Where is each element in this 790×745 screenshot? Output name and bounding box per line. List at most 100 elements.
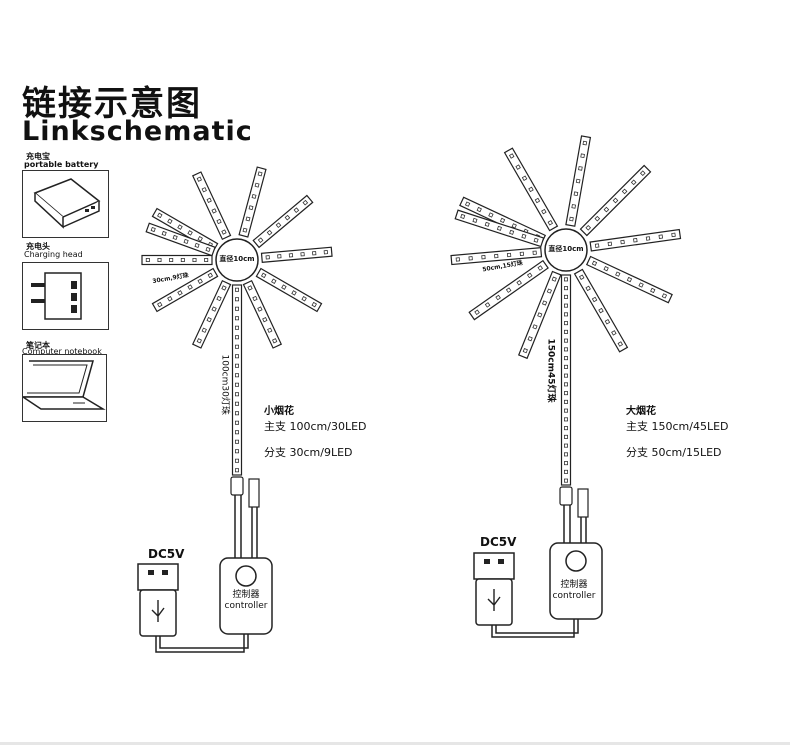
led-bead	[234, 325, 240, 330]
led-bead	[257, 237, 264, 243]
large-center-label: 直径10cm	[548, 245, 584, 253]
led-bead	[167, 296, 173, 302]
usb-pin	[162, 570, 168, 575]
led-bead	[575, 178, 581, 184]
led-bead	[671, 232, 676, 238]
led-bead	[591, 260, 598, 266]
male-connector	[559, 486, 573, 506]
led-bead	[157, 257, 162, 263]
led-bead	[598, 307, 604, 314]
led-bead	[301, 296, 307, 302]
led-bead	[293, 207, 300, 214]
usb-pin	[148, 570, 154, 575]
led-bead	[245, 216, 251, 222]
wall-charger-icon	[22, 262, 109, 330]
led-bead	[183, 238, 189, 245]
laptop-icon	[20, 354, 107, 422]
small-trunk-label: 100cm30灯珠	[219, 354, 230, 415]
led-bead	[658, 234, 664, 239]
male-connector	[230, 476, 244, 496]
led-bead	[234, 420, 240, 425]
led-bead	[563, 461, 569, 466]
led-bead	[563, 478, 569, 483]
footer-divider	[0, 742, 790, 745]
branch-strip	[503, 147, 559, 232]
led-bead	[563, 294, 569, 299]
led-bead	[234, 382, 240, 387]
usb-plug-head	[137, 563, 179, 591]
branch-strip	[573, 268, 629, 353]
branch-strip	[589, 228, 682, 252]
branch-strip	[151, 267, 219, 313]
branch-strip	[468, 259, 549, 321]
led-strip-body	[560, 274, 572, 486]
small-spec-main: 主支 100cm/30LED	[264, 420, 367, 433]
small-spec-branch: 分支 30cm/9LED	[264, 446, 353, 459]
large-firework-diagram	[450, 135, 682, 638]
led-bead	[197, 278, 203, 284]
led-bead	[180, 257, 185, 263]
led-bead	[578, 166, 583, 171]
led-bead	[464, 201, 471, 207]
led-bead	[474, 309, 480, 316]
led-strip-body	[231, 284, 243, 476]
led-bead	[563, 347, 569, 352]
led-bead	[645, 236, 651, 241]
controller-box	[219, 557, 273, 635]
led-bead	[234, 392, 240, 397]
led-bead	[626, 276, 633, 283]
led-bead	[563, 329, 569, 334]
led-bead	[201, 187, 207, 193]
led-bead	[521, 233, 527, 239]
led-bead	[526, 272, 533, 279]
led-bead	[234, 430, 240, 435]
controller-button	[235, 565, 257, 587]
laptop-label-cn: 笔记本	[26, 341, 50, 350]
large-spec-title: 大烟花	[626, 406, 656, 417]
led-bead	[167, 218, 173, 224]
led-bead	[630, 179, 637, 186]
led-bead	[275, 222, 282, 229]
signal-wire	[580, 517, 587, 543]
led-bead	[496, 225, 502, 231]
led-bead	[650, 287, 656, 294]
large-spec-branch: 分支 50cm/15LED	[626, 446, 722, 459]
controller-button	[565, 550, 587, 572]
led-bead	[499, 217, 506, 224]
led-bead	[247, 285, 253, 291]
branch-strip	[255, 267, 323, 313]
led-bead	[522, 348, 528, 354]
led-bead	[161, 230, 167, 237]
led-bead	[267, 327, 273, 333]
led-bead	[288, 253, 294, 258]
led-bead	[234, 468, 240, 473]
led-bead	[569, 216, 574, 222]
led-strip-body	[260, 246, 333, 263]
led-bead	[582, 140, 588, 146]
led-bead	[262, 317, 268, 323]
main-strip	[231, 284, 243, 476]
led-bead	[563, 303, 569, 308]
led-bead	[266, 229, 273, 236]
led-bead	[488, 212, 494, 218]
led-strip-body	[242, 279, 283, 349]
led-bead	[611, 330, 617, 336]
led-bead	[563, 443, 569, 448]
small-controller-label: 控制器 controller	[220, 590, 272, 612]
led-bead	[481, 255, 486, 260]
led-bead	[563, 417, 569, 422]
led-bead	[563, 364, 569, 369]
led-strip-body	[191, 279, 232, 349]
led-bead	[216, 218, 222, 225]
branch-strip	[260, 246, 333, 263]
led-bead	[196, 338, 202, 344]
led-strip-body	[141, 254, 213, 266]
led-bead	[495, 294, 501, 301]
led-bead	[281, 284, 287, 290]
led-bead	[615, 271, 621, 277]
led-bead	[234, 306, 240, 311]
branch-strip	[238, 166, 267, 238]
led-bead	[323, 250, 328, 255]
usb-plug-head	[473, 552, 515, 580]
led-bead	[563, 391, 569, 396]
